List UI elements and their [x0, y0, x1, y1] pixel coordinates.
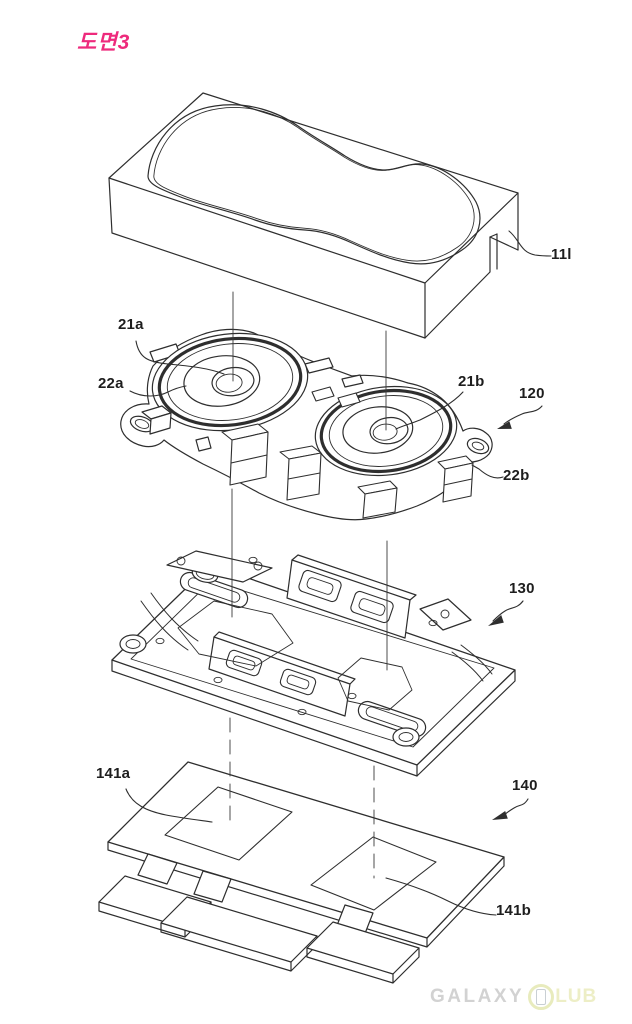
cover-part-drawing: [108, 92, 519, 339]
leader-22b: [471, 464, 504, 479]
arrowhead-130: [488, 615, 504, 626]
arrow-130: [492, 600, 524, 622]
watermark: GALAXY LUB: [430, 983, 597, 1011]
bracket-part-drawing: [111, 550, 516, 777]
sensor-area-141b: [310, 836, 437, 911]
watermark-text-lub: LUB: [555, 986, 598, 1007]
center-lines: [229, 291, 388, 879]
base-plate-drawing: [98, 761, 505, 984]
leader-11l: [508, 230, 552, 257]
leader-141a: [125, 788, 213, 823]
connector-blocks: [221, 386, 474, 519]
ref-label-141a: 141a: [96, 765, 131, 782]
camera-module-drawing: [120, 328, 493, 521]
phone-icon: [536, 989, 547, 1005]
figure-title: 도면3: [77, 31, 131, 54]
arrowhead-120: [497, 421, 512, 429]
leader-22a: [129, 385, 187, 397]
arrowhead-140: [492, 811, 508, 820]
ref-label-22a: 22a: [98, 375, 124, 392]
ref-label-22b: 22b: [503, 467, 530, 484]
leader-lines: [125, 230, 552, 916]
leader-21a: [135, 340, 225, 375]
arrow-120: [503, 405, 543, 425]
watermark-text-galaxy: GALAXY: [430, 986, 525, 1007]
leader-141b: [385, 877, 497, 916]
sensor-area-141a: [164, 786, 293, 861]
lens-21b-drawing: [314, 385, 458, 477]
ref-label-21a: 21a: [118, 316, 144, 333]
ref-label-11l: 11l: [551, 246, 572, 263]
ref-label-141b: 141b: [496, 902, 531, 919]
ref-label-21b: 21b: [458, 373, 485, 390]
ref-label-120: 120: [519, 385, 545, 402]
leader-21b: [395, 391, 464, 430]
cover-lens-opening: [147, 104, 481, 265]
ref-label-140: 140: [512, 777, 538, 794]
ref-label-130: 130: [509, 580, 535, 597]
phone-in-circle-icon: [528, 984, 555, 1010]
